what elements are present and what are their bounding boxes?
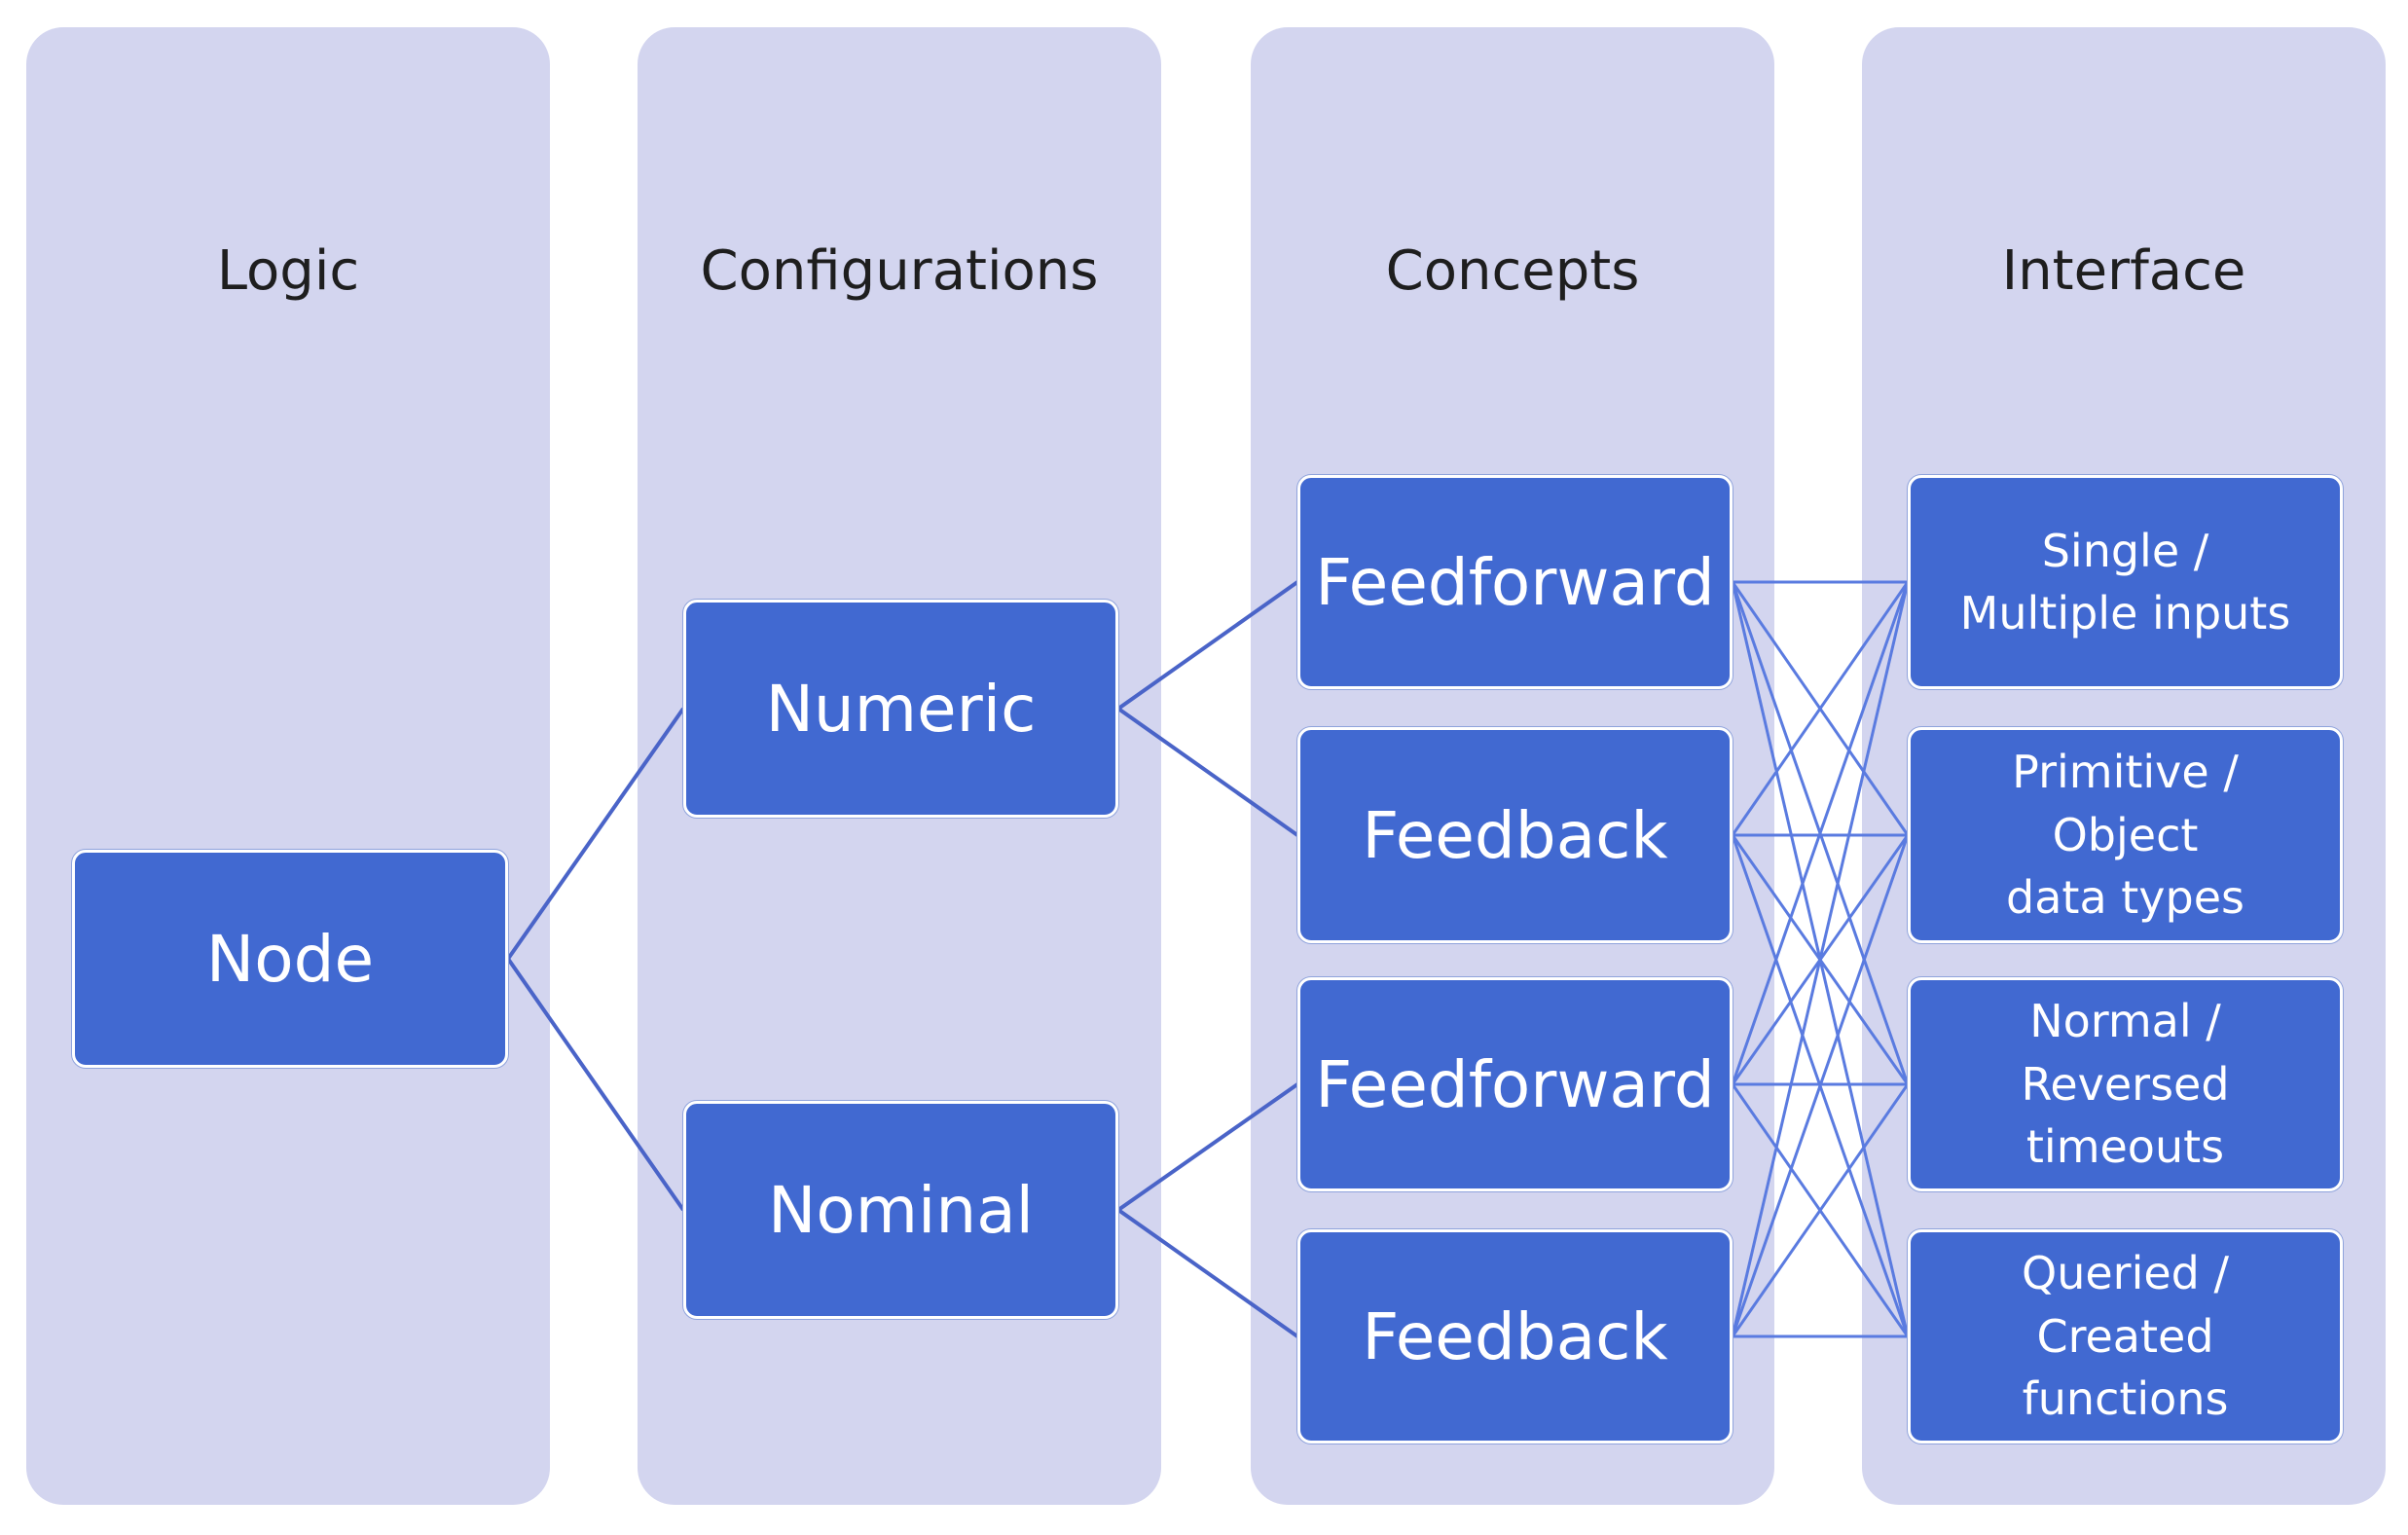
functions-box: Queried / Created functions [1908,1229,2343,1444]
timeouts-box: Normal / Reversed timeouts [1908,977,2343,1191]
inputs-box: Single / Multiple inputs [1908,475,2343,689]
timeouts-line-1: Normal / [2029,995,2221,1048]
inputs-line-1: Single / [2041,524,2209,577]
functions-line-1: Queried / [2022,1247,2229,1300]
numeric-box: Numeric [683,600,1118,818]
feedback-box-1: Feedback [1297,727,1733,943]
data-types-box: Primitive / Object data types [1908,727,2343,943]
timeouts-line-3: timeouts [2025,1120,2225,1174]
feedback-label-1: Feedback [1362,797,1668,873]
logic-column: Logic [26,27,550,1505]
logic-column-title: Logic [216,239,360,303]
nominal-label: Nominal [768,1172,1034,1248]
data-types-line-2: Object [2052,808,2199,861]
feedforward-box-1: Feedforward [1297,475,1733,689]
feedback-box-2: Feedback [1297,1229,1733,1444]
nominal-box: Nominal [683,1101,1118,1319]
feedforward-label-2: Feedforward [1315,1046,1715,1122]
feedforward-box-2: Feedforward [1297,977,1733,1191]
timeouts-line-2: Reversed [2021,1057,2230,1111]
data-types-line-1: Primitive / [2012,746,2239,799]
data-types-line-3: data types [2006,871,2244,925]
functions-line-3: functions [2022,1372,2229,1426]
inputs-line-2: Multiple inputs [1959,587,2291,640]
node-box: Node [72,850,508,1068]
configurations-column-title: Configurations [700,239,1099,303]
feedback-label-2: Feedback [1362,1298,1668,1374]
interface-column-title: Interface [2001,239,2246,303]
node-label: Node [205,921,375,997]
feedforward-label-1: Feedforward [1315,544,1715,620]
numeric-label: Numeric [765,671,1037,747]
concepts-column-title: Concepts [1385,239,1640,303]
functions-line-2: Created [2036,1309,2214,1363]
